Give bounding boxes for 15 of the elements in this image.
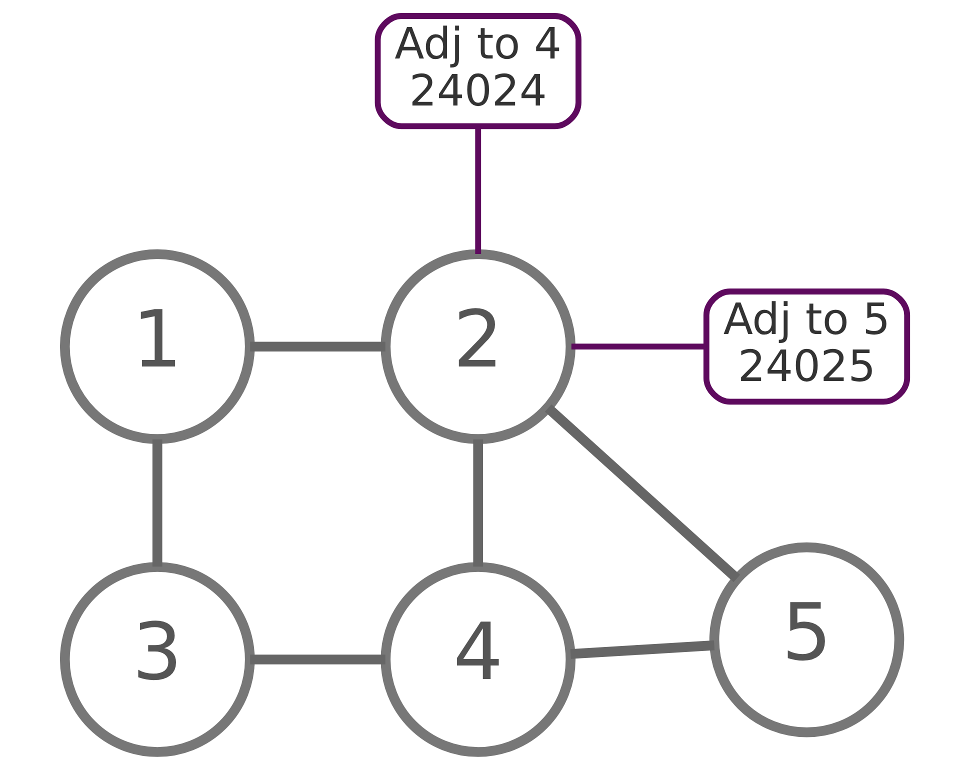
connector	[474, 126, 481, 254]
node-circle: 2	[380, 249, 576, 444]
connector	[570, 344, 706, 350]
node-circle: 3	[59, 562, 254, 757]
node-box: Adj to 4 24024	[374, 13, 581, 130]
node-circle: 1	[59, 249, 254, 444]
connector	[544, 404, 740, 582]
node-circle: 5	[708, 542, 904, 738]
connector	[472, 439, 483, 567]
connector	[570, 640, 714, 659]
node-box: Adj to 5 24025	[702, 288, 910, 405]
connector	[152, 439, 162, 567]
connector	[250, 342, 385, 352]
node-circle: 4	[380, 562, 576, 757]
connector	[250, 654, 385, 664]
